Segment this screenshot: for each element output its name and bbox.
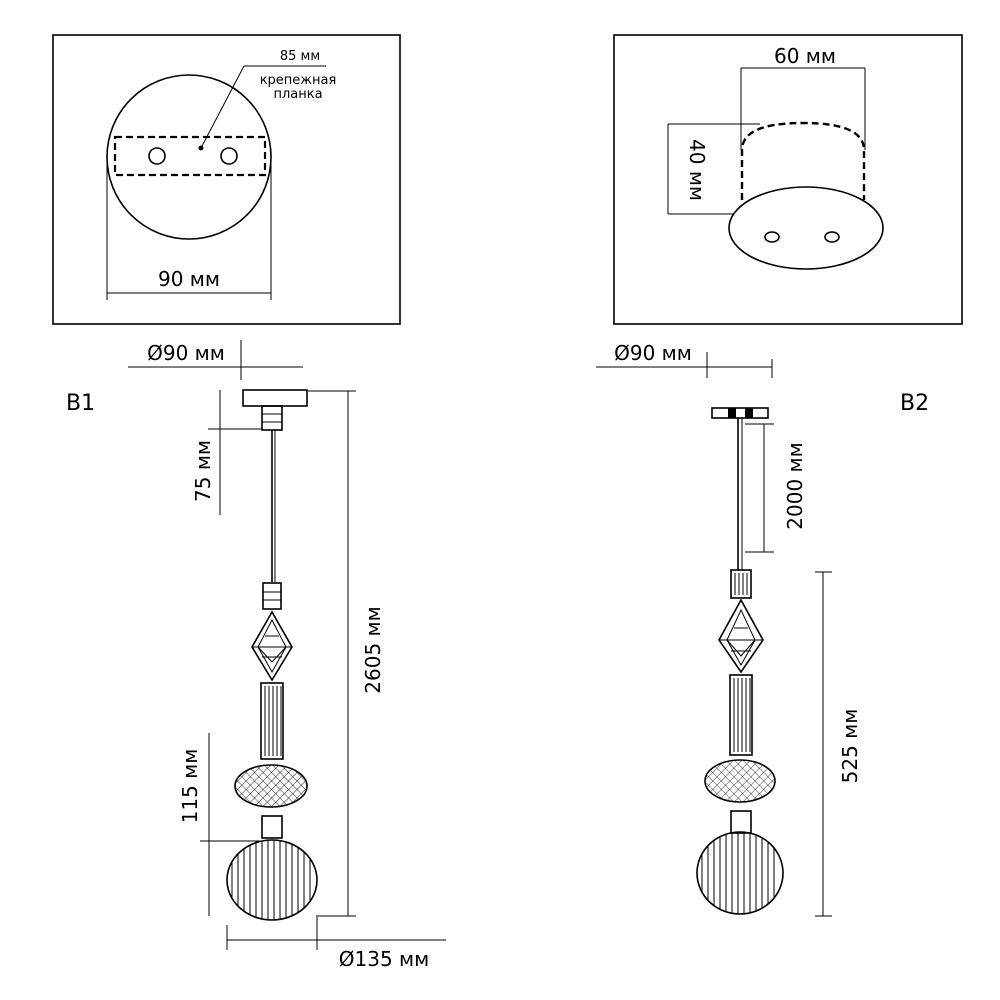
screw-hole-3d-left [764, 231, 780, 243]
b2-connector [730, 569, 752, 599]
b1-canopy-neck [261, 405, 283, 431]
canopy-ellipse [728, 186, 884, 270]
variant-b1-label: B1 [66, 391, 95, 416]
canopy-3d-panel: 60 мм 40 мм [613, 34, 963, 325]
b2-canopy-diameter-label: Ø90 мм [614, 341, 692, 365]
height-label: 40 мм [685, 139, 709, 201]
screw-hole-3d-right [824, 231, 840, 243]
diameter-label: 90 мм [158, 267, 220, 291]
b1-shade-height-label: 115 мм [178, 749, 202, 824]
screw-hole-right [220, 147, 238, 165]
mounting-bracket-outline [113, 135, 267, 177]
b2-cable-length-label: 2000 мм [783, 442, 807, 529]
b1-total-height-label: 2605 мм [361, 606, 385, 693]
panel-frame-right [613, 34, 963, 325]
variant-b2-label: B2 [900, 391, 929, 416]
b2-body-height-label: 525 мм [838, 709, 862, 784]
canopy-plate-circle [106, 74, 272, 240]
b2-crystal [718, 598, 764, 674]
b1-canopy-diameter-label: Ø90 мм [147, 341, 225, 365]
plate-width-label: 85 мм [280, 49, 320, 64]
b1-ribbed-globe [226, 839, 318, 921]
b2-neck [730, 810, 752, 834]
bracket-label-line1: крепежная [260, 73, 337, 88]
mounting-plate-panel: 85 мм крепежная планка 90 мм [52, 34, 401, 325]
bracket-dashed-outline [740, 121, 866, 200]
width-label: 60 мм [774, 44, 836, 68]
b1-neck [261, 815, 283, 839]
bracket-leader-line [200, 65, 245, 149]
screw-hole-left [148, 147, 166, 165]
b1-crystal [251, 610, 293, 682]
b2-ribbed-globe [696, 831, 784, 915]
b1-fluted-column [260, 682, 284, 760]
panel-frame [52, 34, 401, 325]
bracket-label-line2: планка [273, 87, 322, 102]
lamp-b1: Ø90 мм 75 мм [128, 340, 446, 971]
b1-canopy-height-label: 75 мм [191, 440, 215, 502]
b2-fluted-column [729, 674, 753, 756]
b1-canopy [242, 389, 308, 407]
b1-shade-diameter-label: Ø135 мм [339, 947, 429, 971]
b1-connector [262, 582, 282, 610]
b2-canopy [711, 407, 769, 419]
lamp-b2: Ø90 мм 2000 мм [596, 341, 862, 917]
